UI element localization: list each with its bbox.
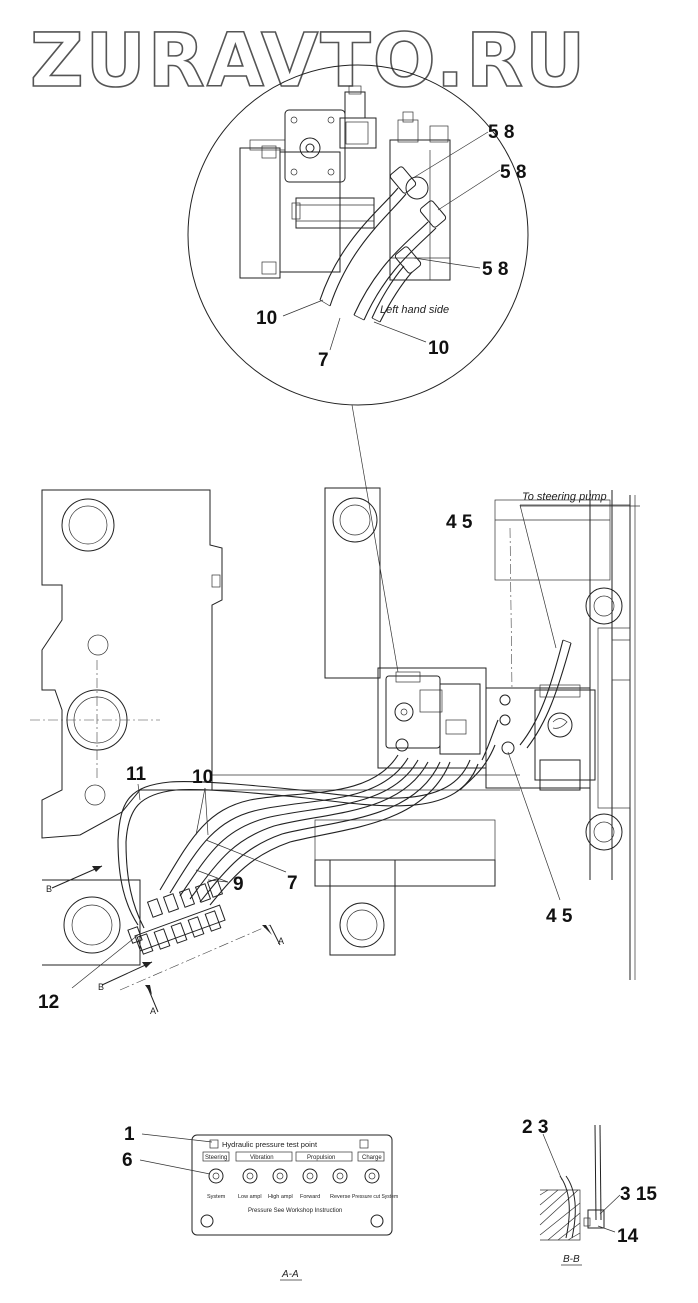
- section-aa-test-panel: Hydraulic pressure test point Steering V…: [122, 1124, 398, 1281]
- callout-12: 12: [38, 992, 59, 1013]
- callout-10-c: 10: [192, 767, 213, 788]
- callout-45-b: 4 5: [546, 906, 573, 927]
- callout-10-a: 10: [256, 308, 277, 329]
- panel-group-labels: Steering Vibration Propulsion Charge: [202, 1151, 385, 1162]
- section-b-marker-top: B: [46, 884, 52, 894]
- callout-58-c: 5 8: [482, 259, 508, 280]
- section-aa-title: A-A: [281, 1269, 299, 1280]
- detail-view: 5 8 5 8 5 8 10 7 10 Left hand side: [187, 64, 529, 406]
- detail-leader-line: [351, 404, 399, 673]
- panel-group-steering: Steering: [205, 1155, 227, 1161]
- panel-group-propulsion: Propulsion: [307, 1155, 335, 1161]
- port-label-low-ampl: Low ampl: [238, 1194, 262, 1200]
- callout-315: 3 15: [620, 1184, 657, 1205]
- panel-title: Hydraulic pressure test point: [222, 1140, 318, 1149]
- panel-footer: Pressure See Workshop Instruction: [248, 1208, 342, 1214]
- section-bb-title: B-B: [563, 1254, 580, 1265]
- main-assembly-view: A A B B To steering pump 4 5 4 5 11 10 7…: [30, 487, 640, 1016]
- callout-11: 11: [126, 764, 147, 785]
- callout-23: 2 3: [522, 1117, 548, 1138]
- panel-test-ports: [208, 1168, 380, 1184]
- section-a-marker-top: A: [278, 936, 284, 946]
- callout-1: 1: [124, 1124, 135, 1145]
- callout-6: 6: [122, 1150, 133, 1171]
- panel-group-charge: Charge: [362, 1155, 382, 1161]
- panel-group-vibration: Vibration: [250, 1155, 274, 1161]
- test-couplings: [127, 878, 226, 955]
- detail-pump-drawing: [239, 85, 451, 323]
- callout-7-b: 7: [287, 873, 298, 894]
- callout-58-b: 5 8: [500, 162, 526, 183]
- callout-9: 9: [233, 874, 244, 895]
- port-label-forward: Forward: [300, 1194, 320, 1200]
- callout-7-a: 7: [318, 350, 329, 371]
- section-b-marker-bottom: B: [98, 982, 104, 992]
- callout-10-b: 10: [428, 338, 449, 359]
- port-label-system: System: [207, 1194, 226, 1200]
- section-a-marker-bottom: A: [150, 1006, 156, 1016]
- to-steering-pump-note: To steering pump: [522, 491, 607, 503]
- callout-45-a: 4 5: [446, 512, 473, 533]
- section-bb-view: 2 3 3 15 14 B-B: [522, 1117, 657, 1266]
- left-hand-side-note: Left hand side: [380, 304, 449, 316]
- port-label-pressure-cut: Pressure cut System: [352, 1194, 398, 1200]
- callout-14: 14: [617, 1226, 639, 1247]
- port-label-high-ampl: High ampl: [268, 1194, 293, 1200]
- port-label-reverse: Reverse: [330, 1194, 350, 1200]
- panel-port-labels: System Low ampl High ampl Forward Revers…: [207, 1194, 398, 1200]
- callout-58-a: 5 8: [488, 122, 514, 143]
- watermark-text: ZURAVTO.RU: [30, 18, 587, 104]
